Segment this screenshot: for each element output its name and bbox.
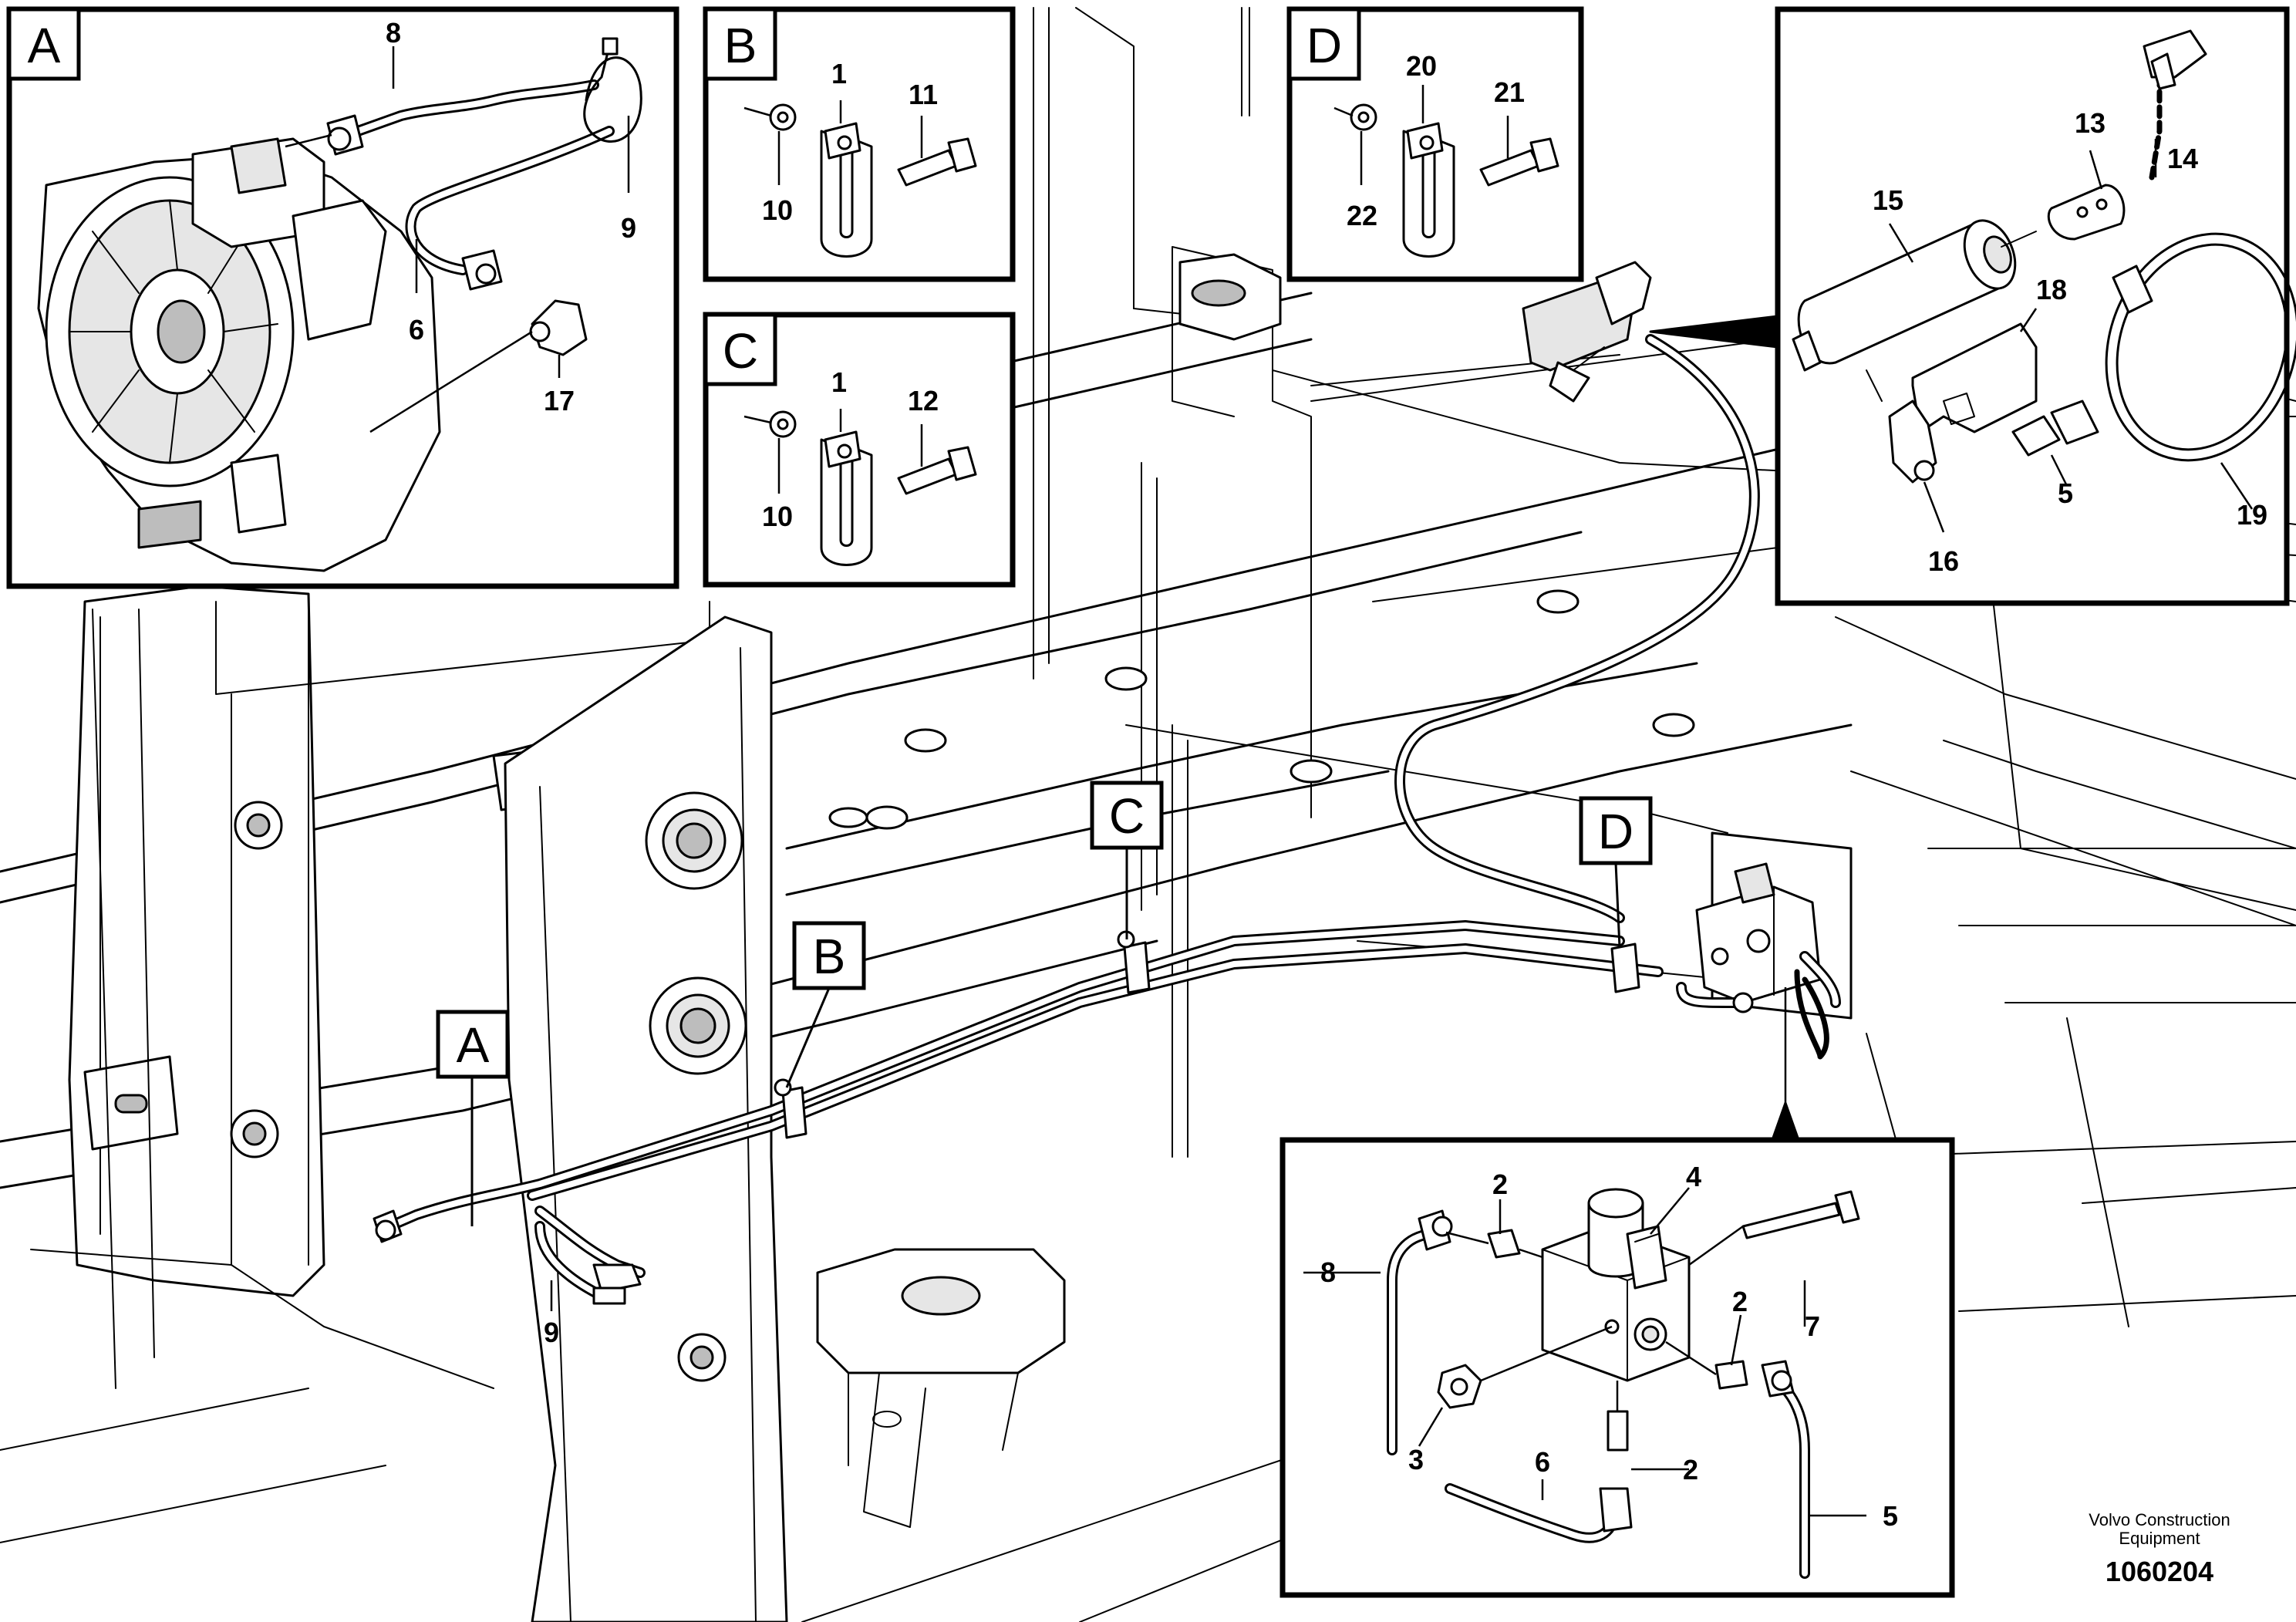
detail-a-box [6,6,679,589]
part-label-9: 9 [621,212,636,244]
part-label-2-right: 2 [1732,1286,1748,1317]
document-number: 1060204 [2106,1556,2213,1587]
part-label-22: 22 [1347,200,1377,231]
part-label-8: 8 [386,17,401,49]
machine-frame [0,7,2296,1622]
detail-c-tag [703,312,777,386]
callout-tag-b [785,921,866,1088]
detail-b-label: B [724,18,757,73]
detail-b-tag [703,7,777,81]
part-label-20: 20 [1406,50,1437,82]
detail-a-tag [7,7,81,81]
callout-tag-c [1090,781,1164,939]
detail-d-tag [1287,7,1361,81]
part-label-14: 14 [2167,143,2198,174]
callout-a-label: A [457,1017,490,1073]
detail-d-label: D [1306,18,1342,73]
part-label-9-main: 9 [544,1317,559,1348]
brand-line-2: Equipment [2119,1529,2200,1548]
detail-valve-box [1279,987,1955,1598]
callout-tag-d [1579,796,1653,948]
part-label-21: 21 [1494,76,1525,108]
part-label-4: 4 [1686,1161,1701,1192]
part-label-17: 17 [544,385,575,416]
part-label-19: 19 [2237,499,2267,531]
part-label-6-valve: 6 [1535,1446,1550,1478]
part-label-5-top: 5 [2058,477,2073,509]
part-label-2-left: 2 [1492,1168,1508,1200]
part-label-5-valve: 5 [1883,1500,1898,1532]
part-label-8-valve: 8 [1320,1256,1336,1288]
callout-c-label: C [1109,788,1145,844]
part-label-16: 16 [1928,545,1959,577]
callout-d-label: D [1598,804,1633,859]
part-label-2-bottom: 2 [1683,1454,1698,1485]
part-label-12: 12 [908,385,939,416]
callout-tag-a [436,1010,510,1226]
part-label-3: 3 [1408,1444,1424,1475]
part-label-15: 15 [1873,184,1903,216]
part-label-13: 13 [2075,107,2106,139]
brand-line-1: Volvo Construction [2089,1510,2230,1529]
part-label-11: 11 [909,79,938,110]
part-label-7: 7 [1805,1310,1820,1342]
part-label-1-b: 1 [831,58,847,89]
part-label-18: 18 [2036,274,2067,305]
detail-a-label: A [28,18,61,73]
detail-c-label: C [723,323,758,379]
part-label-1-c: 1 [831,366,847,398]
part-label-10-b: 10 [762,194,793,226]
callout-b-label: B [813,929,846,984]
hose-assembly [373,261,1841,1305]
part-label-6: 6 [409,314,424,346]
detail-sensor-box [1649,6,2296,606]
part-label-10-c: 10 [762,501,793,532]
